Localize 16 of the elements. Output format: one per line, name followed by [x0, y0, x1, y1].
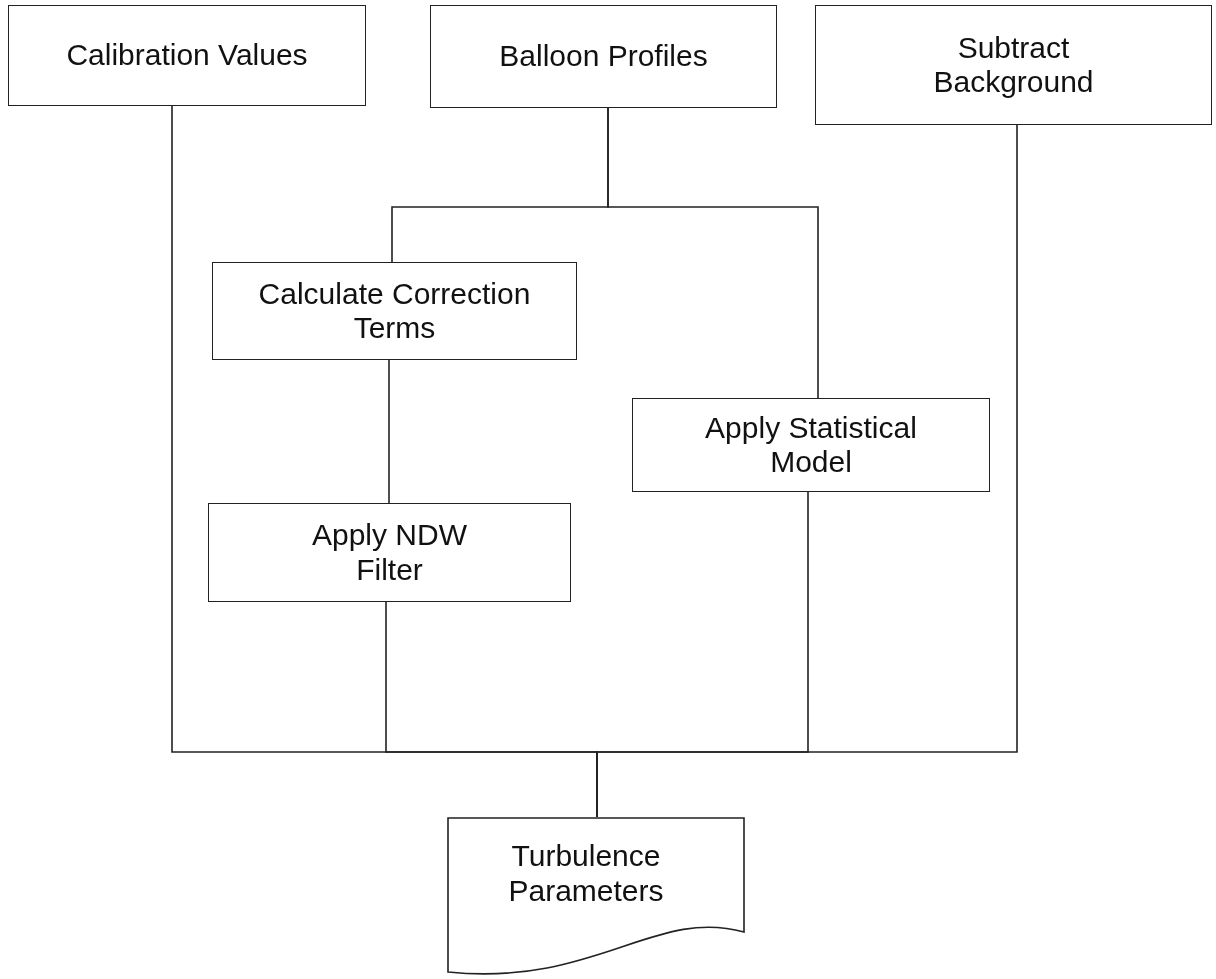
process-box	[430, 5, 777, 108]
box-label: Balloon Profiles	[499, 39, 708, 74]
box-label: Calculate Correction Terms	[257, 276, 532, 346]
box-label: Apply NDW Filter	[311, 518, 468, 587]
process-box	[632, 398, 990, 492]
box-label: Apply Statistical Model	[704, 410, 918, 480]
box-label: Turbulence Parameters	[507, 839, 665, 908]
connector-line	[607, 107, 819, 399]
process-box	[815, 5, 1212, 125]
box-label: Calibration Values	[66, 38, 308, 73]
document-shape	[447, 817, 745, 977]
connector-line	[388, 359, 390, 504]
process-box	[8, 5, 366, 106]
process-box	[212, 262, 577, 360]
process-box	[208, 503, 571, 602]
box-label: Subtract Background	[932, 30, 1095, 100]
